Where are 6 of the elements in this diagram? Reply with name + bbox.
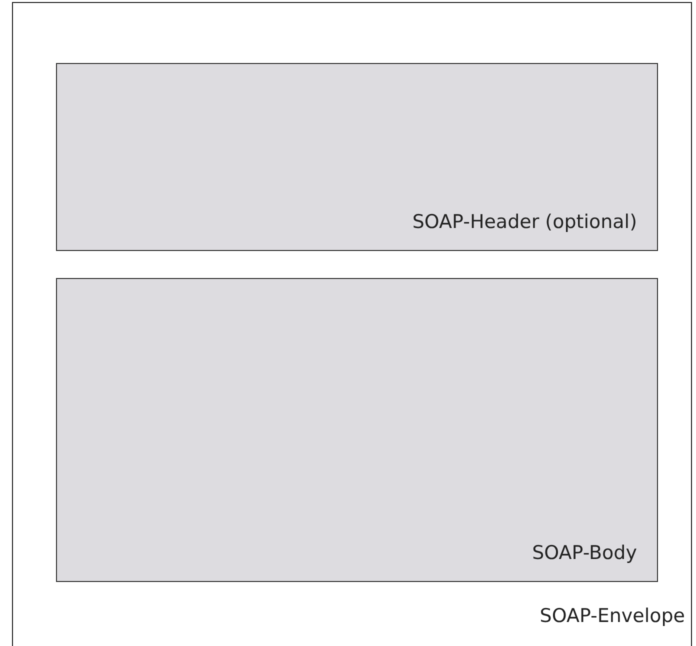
section-box (56, 63, 658, 251)
envelope-label: SOAP-Envelope (540, 604, 685, 628)
section-box (56, 278, 658, 582)
section-label: SOAP-Body (532, 540, 637, 566)
section-label: SOAP-Header (optional) (412, 210, 637, 234)
envelope-frame (12, 2, 692, 646)
